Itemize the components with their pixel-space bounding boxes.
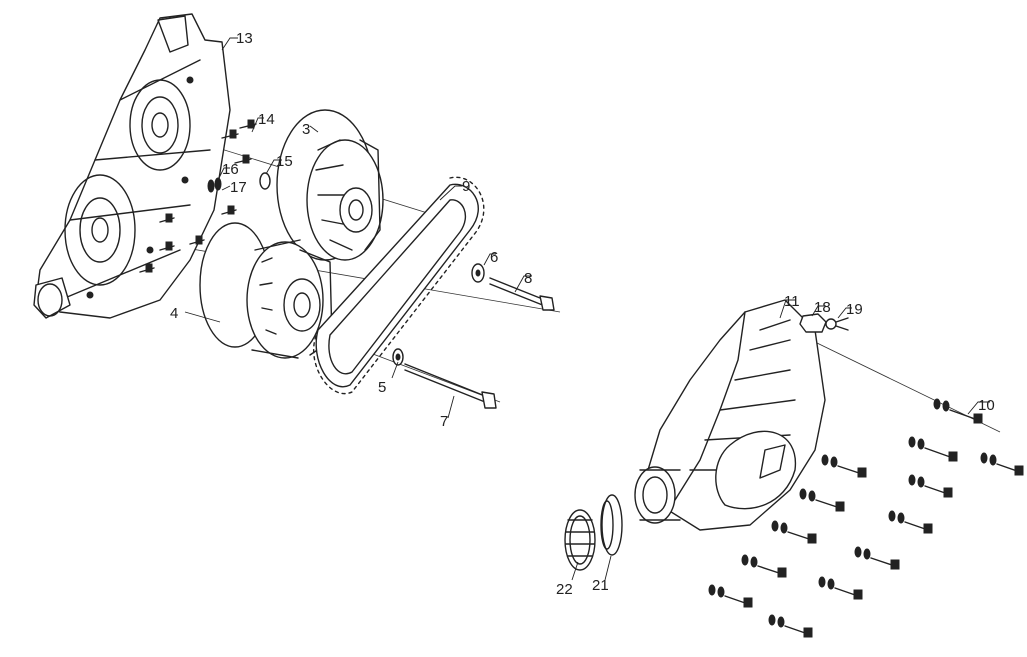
callout-18: 18 bbox=[814, 299, 831, 316]
bolt-10-c bbox=[980, 452, 1024, 476]
part-7-long-bolt bbox=[404, 363, 497, 409]
callout-5: 5 bbox=[378, 379, 386, 396]
callout-21: 21 bbox=[592, 577, 609, 594]
bolt-10-e bbox=[908, 474, 953, 498]
callout-labels: 13 14 3 15 16 17 9 4 6 8 5 7 11 18 19 10… bbox=[170, 30, 995, 598]
bolt-10-g bbox=[888, 510, 933, 534]
part-21-seal-ring bbox=[600, 494, 623, 556]
callout-14: 14 bbox=[258, 111, 275, 128]
bolt-10-l bbox=[708, 584, 753, 608]
bolt-10-k bbox=[818, 576, 863, 600]
part-5-washer bbox=[392, 348, 404, 366]
part-19-clip bbox=[825, 317, 849, 331]
part-22-hose-clamp bbox=[564, 509, 596, 571]
part-10-bolt-group bbox=[708, 398, 1024, 638]
callout-15: 15 bbox=[276, 153, 293, 170]
callout-10: 10 bbox=[978, 397, 995, 414]
part-8-long-bolt bbox=[489, 277, 555, 311]
bolt-10-b bbox=[908, 436, 958, 462]
part-9-drive-belt bbox=[313, 176, 485, 395]
callout-19: 19 bbox=[846, 301, 863, 318]
callout-17: 17 bbox=[230, 179, 247, 196]
callout-7: 7 bbox=[440, 413, 448, 430]
callout-13: 13 bbox=[236, 30, 253, 47]
bolt-10-i bbox=[854, 546, 900, 570]
callout-9: 9 bbox=[462, 178, 470, 195]
bolt-10-f bbox=[799, 488, 845, 512]
callout-8: 8 bbox=[524, 270, 532, 287]
bolt-10-d bbox=[821, 454, 867, 478]
bolt-10-j bbox=[741, 554, 787, 578]
callout-6: 6 bbox=[490, 249, 498, 266]
bolt-10-h bbox=[771, 520, 817, 544]
bolt-10-m bbox=[768, 614, 813, 638]
callout-3: 3 bbox=[302, 121, 310, 138]
part-4-driven-pulley bbox=[199, 222, 333, 359]
part-6-washer bbox=[471, 263, 485, 283]
callout-16: 16 bbox=[222, 161, 239, 178]
part-15-oring bbox=[259, 172, 271, 190]
part-14-bolts bbox=[139, 119, 257, 273]
part-11-outer-cover bbox=[634, 299, 826, 531]
callout-4: 4 bbox=[170, 305, 178, 322]
part-13-inner-cover bbox=[33, 13, 231, 319]
bolt-10-a bbox=[933, 398, 983, 424]
part-18-plug bbox=[799, 313, 827, 333]
callout-22: 22 bbox=[556, 581, 573, 598]
part-3-drive-pulley bbox=[276, 109, 384, 261]
leader-lines bbox=[184, 37, 990, 581]
part-16-17-washers bbox=[207, 177, 222, 193]
callout-11: 11 bbox=[784, 293, 800, 310]
